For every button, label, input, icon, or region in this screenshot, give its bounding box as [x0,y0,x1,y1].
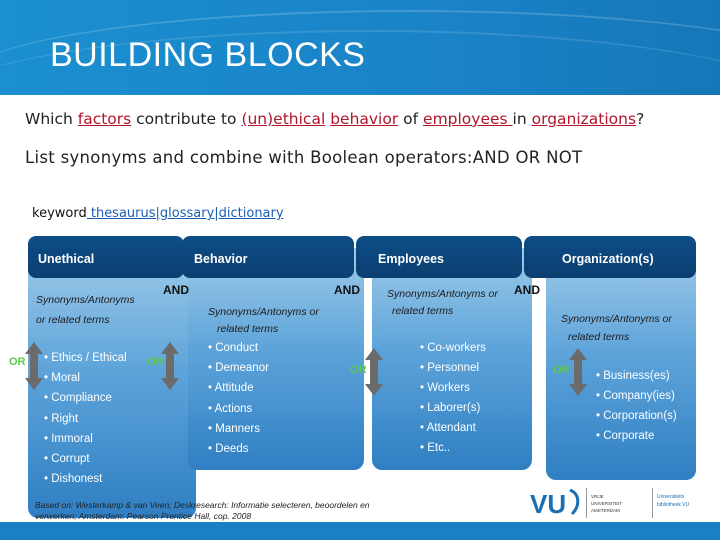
keyword-label: keyword [32,206,87,221]
synonyms-label: or related terms [36,314,110,326]
list-item: Corporation(s) [596,410,677,422]
list-item: Etc.. [420,442,450,454]
keyword-tools-link[interactable]: thesaurus|glossary|dictionary [86,206,284,221]
column-header-behavior: Behavior [182,236,354,278]
or-double-arrow-icon [161,342,179,390]
and-operator: AND [514,283,540,297]
list-item: Conduct [208,342,258,354]
synonyms-label: related terms [392,305,454,317]
or-double-arrow-icon [569,348,587,396]
vu-logo: VU VRIJE UNIVERSITEIT AMSTERDAM Universi… [528,484,720,522]
list-item: Compliance [44,392,112,404]
list-item: Corrupt [44,453,89,465]
banner-wave-decoration [0,10,720,95]
term-unethical: (un)ethical [241,110,326,128]
synonyms-label: related terms [568,331,630,343]
and-operator: AND [163,283,189,297]
list-item: Demeanor [208,362,269,374]
list-item: Business(es) [596,370,669,382]
term-behavior: behavior [330,110,399,128]
list-item: Moral [44,372,80,384]
or-operator: OR [147,356,164,368]
or-operator: OR [9,356,26,368]
bottom-bar [0,522,720,540]
svg-text:VRIJE: VRIJE [591,494,604,499]
term-factors: factors [77,110,132,128]
svg-text:Universiteits: Universiteits [657,494,685,500]
synonyms-label: Synonyms/Antonyms or [208,306,319,318]
svg-text:VU: VU [530,489,566,519]
and-operator: AND [334,283,360,297]
or-double-arrow-icon [365,348,383,396]
column-employees [372,248,532,470]
column-header-employees: Employees [356,236,522,278]
list-item: Dishonest [44,473,102,485]
column-behavior [188,248,364,470]
svg-text:bibliotheek VU: bibliotheek VU [657,502,690,508]
list-item: Right [44,413,78,425]
list-item: Workers [420,382,470,394]
column-header-organizations: Organization(s) [524,236,696,278]
list-item: Manners [208,423,260,435]
list-item: Corporate [596,430,654,442]
list-item: Personnel [420,362,479,374]
list-item: Immoral [44,433,93,445]
slide-title: BUILDING BLOCKS [50,36,366,74]
synonyms-label: related terms [217,323,279,335]
svg-text:AMSTERDAM: AMSTERDAM [591,508,620,513]
column-header-unethical: Unethical [28,236,184,278]
or-operator: OR [350,364,367,376]
banner-wave-decoration [0,30,720,95]
synonyms-label: Synonyms/Antonyms [36,294,135,306]
term-employees: employees [423,110,513,128]
list-item: Co-workers [420,342,486,354]
research-question: Which factors contribute to (un)ethical … [25,110,645,128]
term-organizations: organizations [531,110,637,128]
synonyms-label: Synonyms/Antonyms or [387,288,498,300]
instruction-text: List synonyms and combine with Boolean o… [25,148,583,167]
citation-note: Based on: Westerkamp & van Veen; Deskres… [35,500,370,521]
svg-text:UNIVERSITEIT: UNIVERSITEIT [591,501,622,506]
list-item: Laborer(s) [420,402,480,414]
list-item: Attitude [208,382,254,394]
or-operator: OR [553,364,570,376]
list-item: Attendant [420,422,476,434]
synonyms-label: Synonyms/Antonyms or [561,313,672,325]
list-item: Company(ies) [596,390,675,402]
list-item: Deeds [208,443,248,455]
list-item: Actions [208,403,253,415]
or-double-arrow-icon [25,342,43,390]
keyword-line: keyword thesaurus|glossary|dictionary [32,206,284,221]
title-banner: BUILDING BLOCKS [0,0,720,95]
list-item: Ethics / Ethical [44,352,126,364]
